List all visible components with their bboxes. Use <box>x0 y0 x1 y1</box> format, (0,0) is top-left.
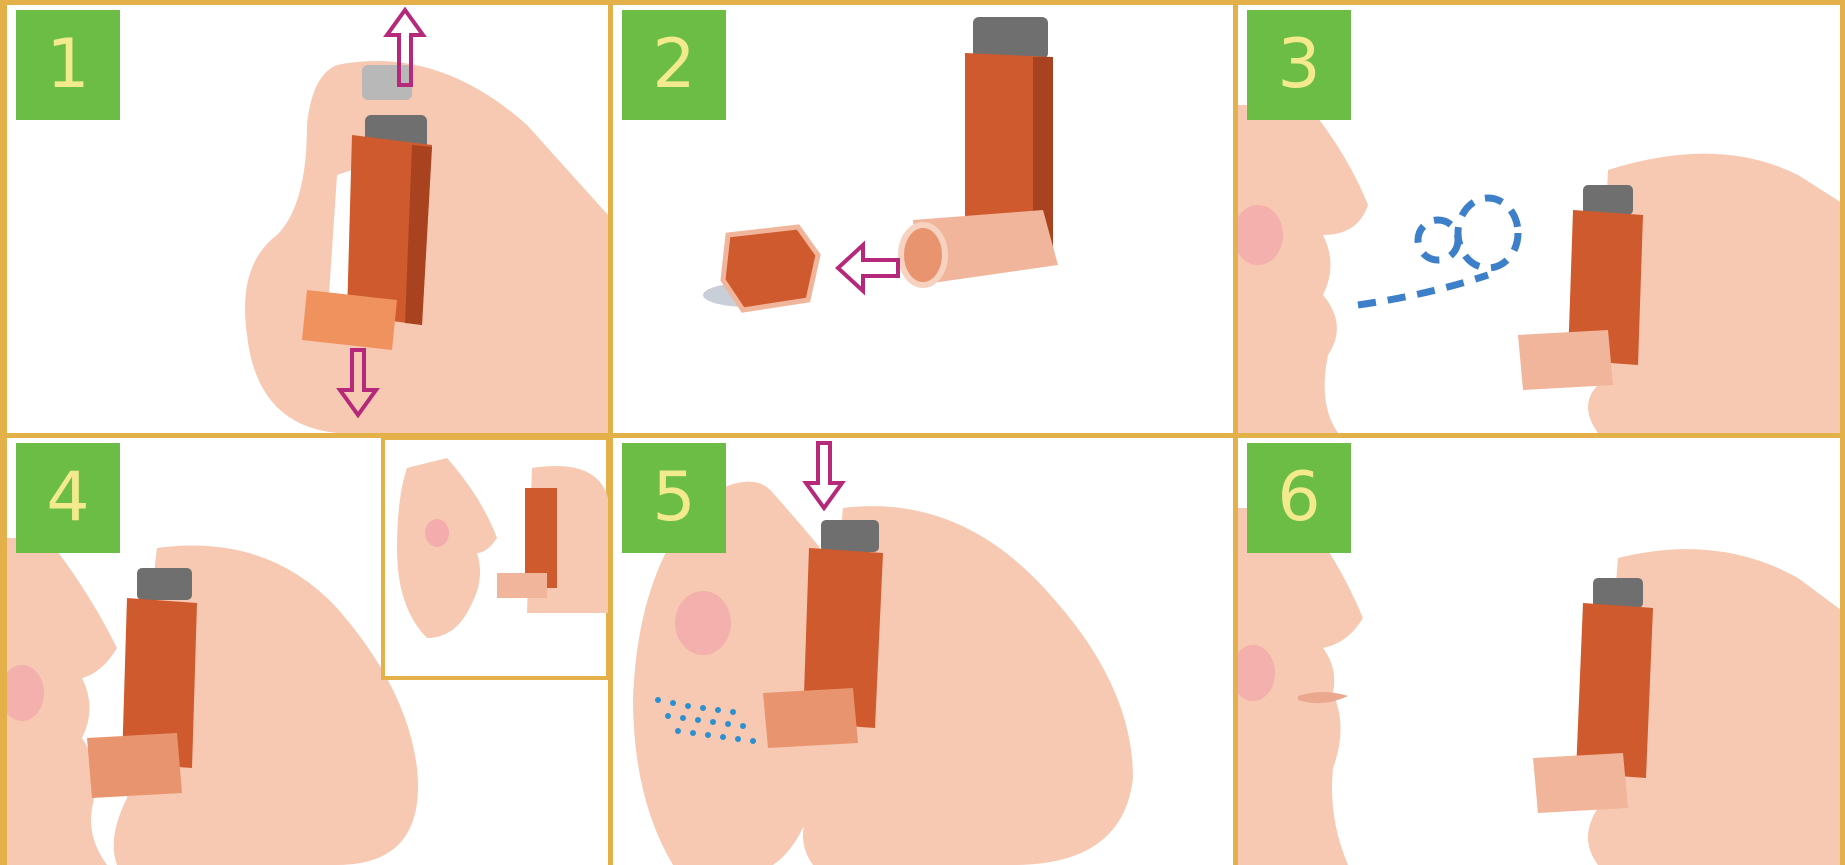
inhaler-mouthpiece <box>302 290 397 350</box>
mouthpiece-opening <box>901 225 945 285</box>
arrow-left <box>838 245 898 291</box>
inhaler-cap <box>137 568 192 600</box>
step-1-panel: 1 <box>7 5 608 433</box>
step-4-panel: 4 <box>7 438 608 865</box>
step-6-badge: 6 <box>1247 443 1351 553</box>
step-3-badge: 3 <box>1247 10 1351 120</box>
step-5-badge: 5 <box>622 443 726 553</box>
step-3-panel: 3 <box>1238 5 1845 433</box>
inhaler-mouthpiece <box>87 733 182 798</box>
step-5-panel: 5 <box>613 438 1233 865</box>
step-4-number: 4 <box>46 464 89 532</box>
inset-mouthpiece <box>497 573 547 598</box>
inhaler-body <box>1576 603 1653 778</box>
arrow-down <box>806 443 842 508</box>
inhaler-mouthpiece <box>763 688 858 748</box>
step-6-panel: 6 <box>1238 438 1845 865</box>
step-1-badge: 1 <box>16 10 120 120</box>
removed-cap <box>723 227 818 310</box>
step-1-number: 1 <box>46 31 89 99</box>
step-6-number: 6 <box>1277 464 1320 532</box>
inhaler-cap <box>1593 578 1643 608</box>
face <box>1238 105 1368 433</box>
step-3-number: 3 <box>1277 31 1320 99</box>
border-top <box>0 0 1845 5</box>
inhaler-mouthpiece <box>1518 330 1613 390</box>
step-4-badge: 4 <box>16 443 120 553</box>
cheek <box>675 591 731 655</box>
inhaler-cap <box>973 17 1048 59</box>
divider-horizontal <box>0 433 1845 438</box>
step-5-number: 5 <box>652 464 695 532</box>
inhaler-canister-top <box>362 65 412 100</box>
exhaled-breath <box>1358 198 1518 305</box>
inhaler-cap <box>1583 185 1633 215</box>
step-2-number: 2 <box>652 31 695 99</box>
step-2-badge: 2 <box>622 10 726 120</box>
hand <box>245 61 608 433</box>
inset-cheek <box>425 519 449 547</box>
step-2-panel: 2 <box>613 5 1233 433</box>
inhaler-cap <box>821 520 879 552</box>
divider-vertical-2 <box>1233 0 1238 865</box>
inhaler-mouthpiece <box>1533 753 1628 813</box>
divider-vertical-1 <box>608 0 613 865</box>
